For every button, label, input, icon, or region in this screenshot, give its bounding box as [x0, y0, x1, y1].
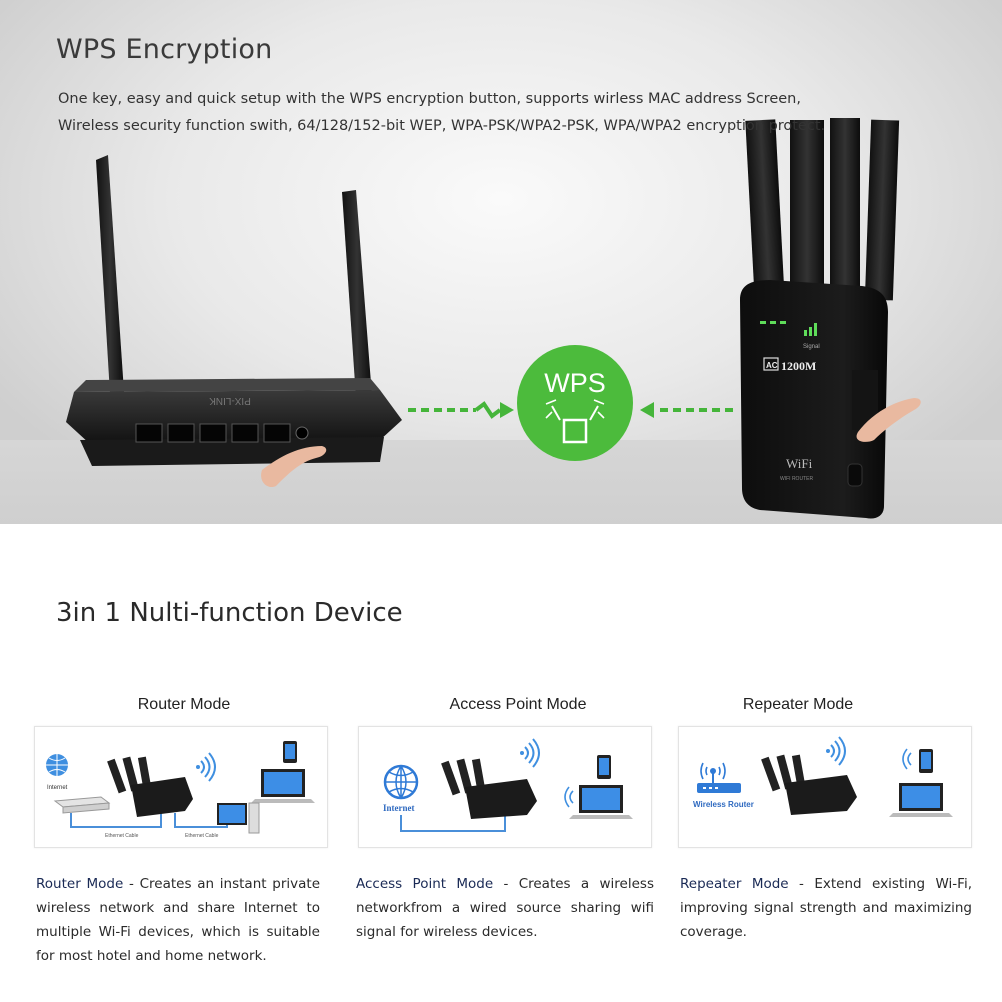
ethernet-cable-line — [400, 811, 506, 832]
access-point-mode-lead: Access Point Mode — [356, 876, 494, 892]
repeater-mode-text: - Extend existing Wi-Fi, improving signa… — [680, 876, 972, 940]
router-mode-lead: Router Mode — [36, 876, 124, 892]
extender-wifi-sub: WIFI ROUTER — [780, 476, 813, 482]
repeater-mode-diagram: Wireless Router — [678, 726, 972, 848]
laptop-icon — [251, 769, 315, 803]
router-mode-title: Router Mode — [137, 696, 231, 713]
wifi-signal-icon — [826, 736, 846, 766]
arrow-left-to-wps — [408, 401, 514, 419]
hero-description-line-2: Wireless security function swith, 64/128… — [58, 118, 826, 134]
extender-wifi-logo: WiFi — [786, 456, 813, 471]
phone-icon — [919, 749, 933, 773]
router-brand: PIX-LINK — [209, 395, 251, 406]
router-internet-label: Internet — [47, 785, 68, 791]
access-point-mode-title: Access Point Mode — [449, 696, 587, 713]
phone-icon — [597, 755, 611, 779]
hero-title: WPS Encryption — [56, 34, 273, 65]
router-antenna-left — [96, 155, 124, 394]
wps-scene: PIX-LINK WPS — [66, 118, 921, 519]
extender-icon — [107, 756, 193, 817]
laptop-icon — [889, 783, 953, 817]
modem-icon — [53, 796, 111, 814]
extender-antennas — [745, 118, 900, 301]
access-point-mode-diagram: Internet — [358, 726, 652, 848]
access-point-mode-text: - Creates a wireless networkfrom a wired… — [356, 876, 654, 940]
wps-badge: WPS — [517, 345, 633, 461]
router-cable2-label: Ethernet Cable — [185, 833, 219, 839]
extender-ac-label: AC — [766, 361, 778, 370]
wireless-router-icon — [697, 762, 741, 793]
access-point-mode-description: Access Point Mode - Creates a wireless n… — [356, 872, 654, 944]
router-cable1-label: Ethernet Cable — [105, 833, 139, 839]
extender-icon — [761, 754, 857, 815]
desktop-icon — [217, 802, 260, 834]
repeater-mode-description: Repeater Mode - Extend existing Wi-Fi, i… — [680, 872, 972, 944]
modes-section-title: 3in 1 Nulti-function Device — [56, 598, 403, 628]
wps-badge-label: WPS — [544, 368, 606, 398]
extender-model: 1200M — [781, 359, 816, 373]
repeater-mode-lead: Repeater Mode — [680, 876, 789, 892]
hero-description: One key, easy and quick setup with the W… — [58, 86, 958, 140]
phone-icon — [283, 741, 297, 763]
wps-hero-banner: PIX-LINK WPS — [0, 0, 1002, 524]
wifi-signal-small-icon — [902, 748, 912, 770]
router-mode-text: - Creates an instant private wireless ne… — [36, 876, 321, 964]
router-antenna-right — [342, 190, 372, 398]
repeater-mode-title: Repeater Mode — [742, 696, 854, 713]
router-mode-description: Router Mode - Creates an instant private… — [36, 872, 320, 968]
arrow-right-to-wps — [640, 402, 736, 418]
wifi-signal-icon — [196, 752, 216, 782]
globe-icon — [46, 754, 68, 776]
ap-internet-label: Internet — [383, 803, 415, 813]
extender-icon — [441, 758, 537, 819]
wifi-signal-icon — [520, 738, 540, 768]
hero-description-line-1: One key, easy and quick setup with the W… — [58, 91, 801, 107]
router-device: PIX-LINK — [66, 378, 402, 488]
router-mode-diagram: Internet Ethernet Cable Ethernet Cable — [34, 726, 328, 848]
laptop-icon — [569, 785, 633, 819]
extender-signal-label: Signal — [803, 344, 820, 350]
globe-icon — [383, 764, 419, 800]
extender-device: Signal AC 1200M WiFi WIFI ROUTER — [740, 280, 921, 519]
repeater-router-label: Wireless Router — [693, 800, 754, 809]
wifi-signal-small-icon — [564, 786, 574, 808]
